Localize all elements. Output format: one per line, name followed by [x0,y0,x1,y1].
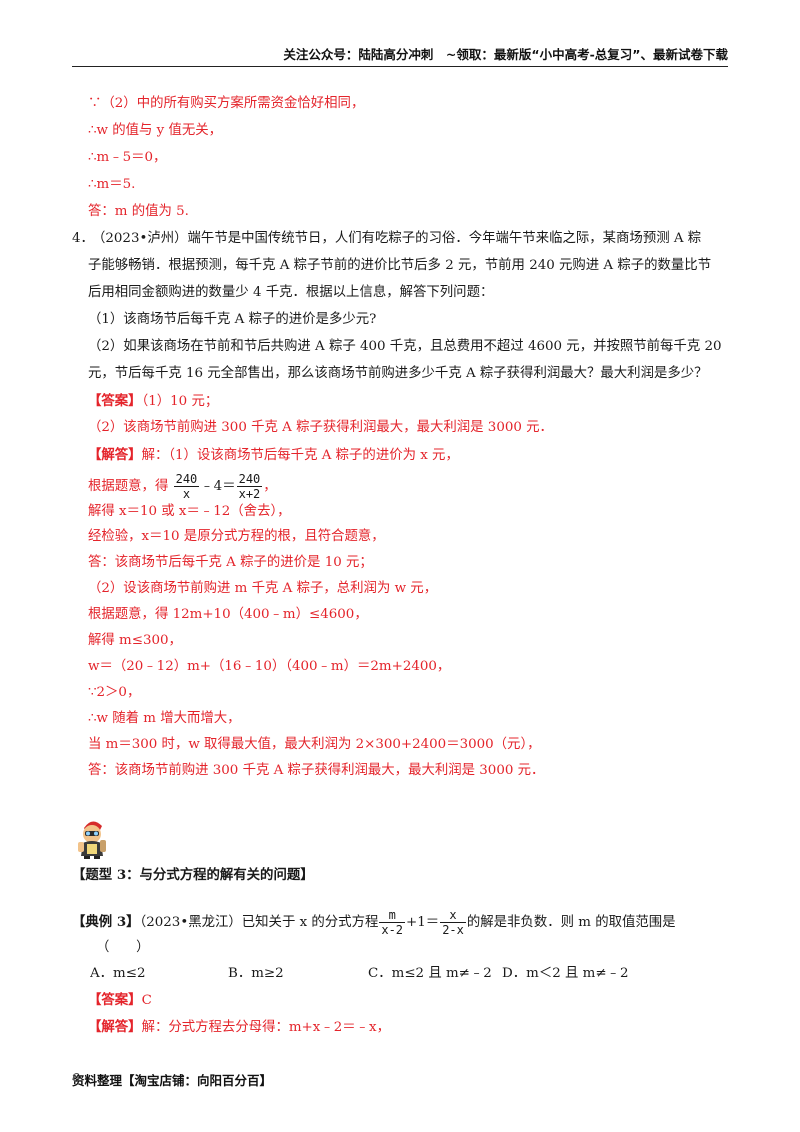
problem-question: （1）该商场节后每千克 A 粽子的进价是多少元? [88,312,377,327]
solution-line: ∴w 的值与 y 值无关， [88,123,223,138]
solution-text: 解：（1）设该商场节后每千克 A 粽子的进价为 x 元， [141,448,459,463]
fraction-numerator: x [440,908,466,923]
solution-line: 根据题意，得 12m+10（400﹣m）≤4600， [88,607,368,622]
footer-text: 资料整理【淘宝店铺：向阳百分百】 [72,1073,273,1088]
problem-question: （2）如果该商场在节前和节后共购进 A 粽子 400 千克，且总费用不超过 46… [88,339,722,354]
fraction-numerator: 240 [236,472,263,487]
page-header: 关注公众号：陆陆高分冲刺 ~领取：最新版“小中高考-总复习”、最新试卷下载 [283,47,728,62]
problem-number: 4． [72,231,92,246]
solution-line: 答：该商场节后每千克 A 粽子的进价是 10 元； [88,555,373,570]
solution-line: 【解答】解：分式方程去分母得：m+x﹣2＝﹣x， [88,1016,734,1038]
page-number: 6 [72,1070,80,1085]
solution-line: ∵2＞0， [88,685,141,700]
mascot-icon [78,821,106,859]
solution-line: 答：m 的值为 5. [88,204,189,219]
fraction-denominator: x+2 [238,487,261,501]
option-c: C．m≤2 且 m≠﹣2 [368,966,492,981]
answer-text: （1）10 元； [141,394,219,409]
solution-line: 当 m＝300 时，w 取得最大值，最大利润为 2×300+2400＝3000（… [88,737,541,752]
example-text: 的解是非负数．则 m 的取值范围是 [466,915,676,930]
option-d: D．m＜2 且 m≠﹣2 [502,966,629,981]
option-b: B．m≥2 [228,966,284,981]
solution-line: 解得 x＝10 或 x＝﹣12（舍去）， [88,504,291,519]
problem-question: 元，节后每千克 16 元全部售出，那么该商场节前购进多少千克 A 粽子获得利润最… [88,366,708,381]
solution-line: 解得 m≤300， [88,633,182,648]
fraction-numerator: m [379,908,406,923]
header-divider [72,66,728,67]
solution-text: 解：分式方程去分母得：m+x﹣2＝﹣x， [141,1020,390,1035]
solution-line: 答：该商场节前购进 300 千克 A 粽子获得利润最大，最大利润是 3000 元… [88,763,545,778]
section-title: 【题型 3：与分式方程的解有关的问题】 [72,867,314,883]
answer-line: 【答案】（1）10 元； [88,390,734,412]
answer-line: （2）该商场节前购进 300 千克 A 粽子获得利润最大，最大利润是 3000 … [88,420,553,435]
fraction-denominator: x-2 [381,923,404,937]
solution-line: ∵（2）中的所有购买方案所需资金恰好相同， [88,96,365,111]
fraction-numerator: 240 [173,472,200,487]
example-text: （2023•黑龙江）已知关于 x 的分式方程 [139,915,379,930]
solution-line: ∴w 随着 m 增大而增大， [88,711,241,726]
equation-suffix: ， [263,479,277,494]
example-label: 【典例 3】 [72,914,140,930]
solution-line: w＝（20﹣12）m+（16﹣10）（400﹣m）＝2m+2400， [88,659,451,674]
answer-label: 【答案】 [88,393,142,409]
solution-label: 【解答】 [88,1019,142,1035]
answer-blank: （ ） [96,940,150,955]
solution-line: ∴m＝5. [88,177,136,192]
answer-label: 【答案】 [88,992,142,1008]
answer-line: 【答案】C [88,989,734,1011]
solution-line: 【解答】解：（1）设该商场节后每千克 A 粽子的进价为 x 元， [88,444,734,466]
answer-text: C [141,993,152,1008]
option-a: A．m≤2 [90,966,146,981]
equation-middle: ﹣4＝ [200,479,236,494]
solution-line: ∴m﹣5＝0， [88,150,167,165]
solution-label: 【解答】 [88,447,142,463]
problem-text: 后用相同金额购进的数量少 4 千克．根据以上信息，解答下列问题： [88,285,494,300]
equation-middle: +1＝ [406,915,440,930]
fraction-denominator: 2-x [442,923,464,937]
solution-line: 经检验，x＝10 是原分式方程的根，且符合题意， [88,529,385,544]
problem-text: 子能够畅销．根据预测，每千克 A 粽子节前的进价比节后多 2 元，节前用 240… [88,258,712,273]
equation-prefix: 根据题意，得 [88,479,169,494]
problem-text: （2023•泸州）端午节是中国传统节日，人们有吃粽子的习俗．今年端午节来临之际，… [92,231,702,246]
fraction-denominator: x [182,487,191,501]
solution-line: （2）设该商场节前购进 m 千克 A 粽子，总利润为 w 元， [88,581,438,596]
